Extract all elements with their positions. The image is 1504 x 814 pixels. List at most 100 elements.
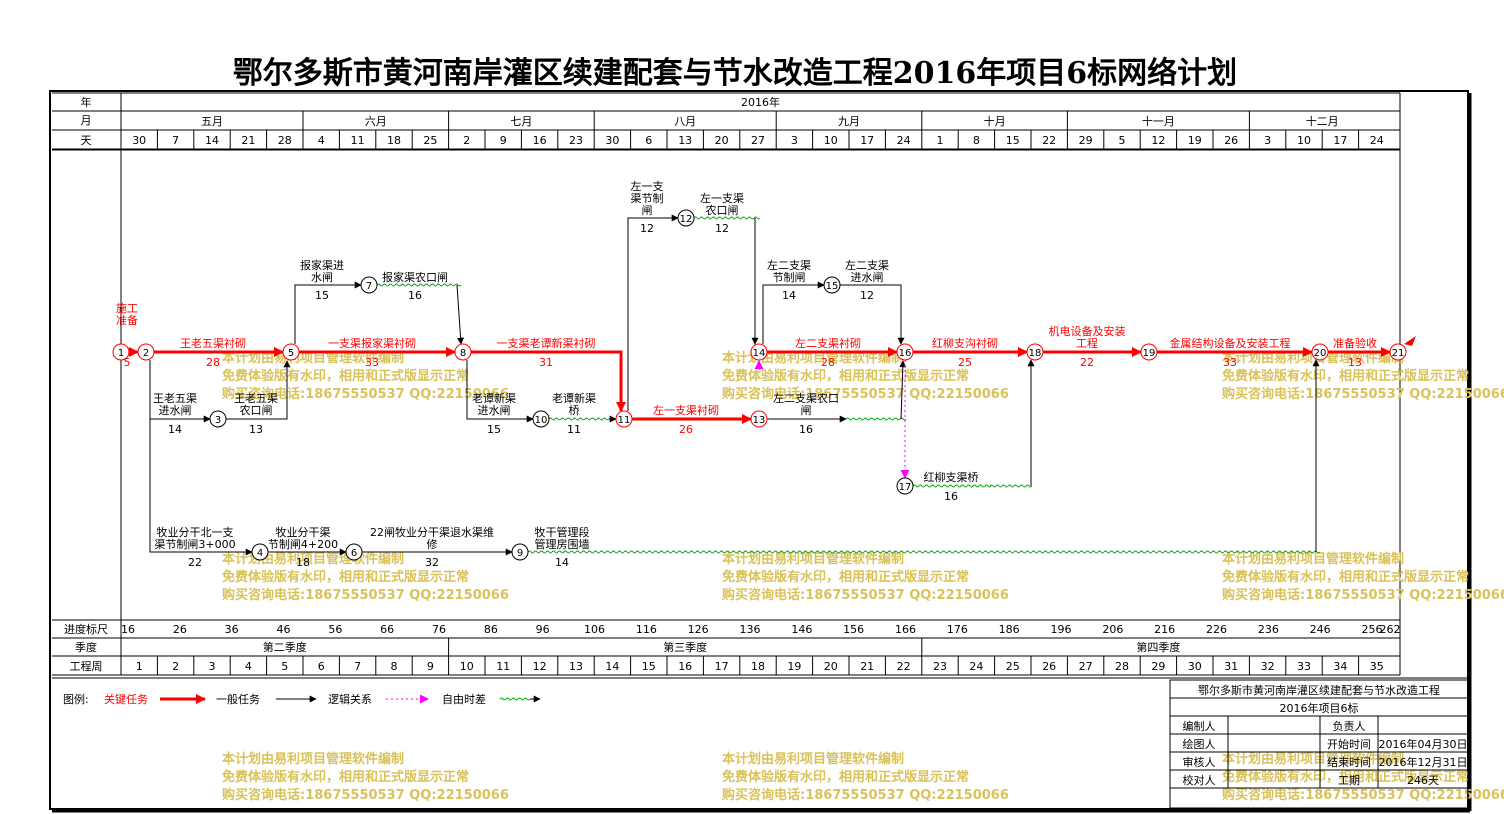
week-label: 26 bbox=[1042, 660, 1056, 673]
task-name-15: 老谭新渠进水闸 bbox=[472, 391, 516, 417]
week-label: 1 bbox=[136, 660, 143, 673]
watermark-text: 免费体验版有水印，相用和正式版显示正常 bbox=[722, 368, 969, 384]
progress-tick: 256 bbox=[1362, 623, 1383, 636]
task-duration-20: 12 bbox=[860, 289, 874, 302]
month-label: 十月 bbox=[984, 114, 1006, 128]
task-duration-2: 28 bbox=[206, 356, 220, 369]
day-label: 25 bbox=[423, 134, 437, 147]
progress-tick: 136 bbox=[740, 623, 761, 636]
task-name-1: 施工准备 bbox=[116, 302, 138, 327]
watermark-text: 本计划由易利项目管理软件编制 bbox=[1222, 751, 1404, 767]
node-21 bbox=[1389, 343, 1407, 361]
info-subtitle: 2016年项目6标 bbox=[1280, 701, 1359, 715]
node-17 bbox=[896, 477, 914, 495]
week-label: 9 bbox=[427, 660, 434, 673]
day-label: 27 bbox=[751, 134, 765, 147]
progress-tick: 86 bbox=[484, 623, 498, 636]
node-19 bbox=[1140, 343, 1158, 361]
node-number-21: 21 bbox=[1392, 348, 1405, 359]
node-11 bbox=[615, 410, 633, 428]
day-label: 30 bbox=[605, 134, 619, 147]
watermark-text: 购买咨询电话:18675550537 QQ:22150066 bbox=[722, 587, 1009, 603]
node-14 bbox=[750, 343, 768, 361]
day-label: 13 bbox=[678, 134, 692, 147]
week-label: 11 bbox=[496, 660, 510, 673]
task-name-16: 老谭新渠桥 bbox=[552, 391, 596, 417]
task-duration-17: 12 bbox=[640, 222, 654, 235]
watermark-text: 本计划由易利项目管理软件编制 bbox=[222, 350, 404, 366]
week-label: 2 bbox=[172, 660, 179, 673]
week-label: 8 bbox=[391, 660, 398, 673]
info-label: 开始时间 bbox=[1327, 737, 1371, 751]
watermark-text: 购买咨询电话:18675550537 QQ:22150066 bbox=[1222, 587, 1504, 603]
task-duration-5: 26 bbox=[679, 423, 693, 436]
progress-tick: 156 bbox=[843, 623, 864, 636]
node-number-1: 1 bbox=[118, 348, 124, 359]
watermark-text: 购买咨询电话:18675550537 QQ:22150066 bbox=[222, 587, 509, 603]
watermark-text: 免费体验版有水印，相用和正式版显示正常 bbox=[1222, 769, 1469, 785]
day-label: 23 bbox=[569, 134, 583, 147]
info-label: 负责人 bbox=[1333, 719, 1366, 733]
task-name-24: 牧业分干渠节制闸4+200 bbox=[268, 525, 338, 551]
node-7 bbox=[360, 276, 378, 294]
info-label: 结束时间 bbox=[1327, 756, 1371, 769]
task-duration-1: 5 bbox=[124, 356, 131, 369]
day-label: 3 bbox=[791, 134, 798, 147]
day-label: 21 bbox=[241, 134, 255, 147]
node-number-2: 2 bbox=[143, 348, 149, 359]
week-label: 13 bbox=[569, 660, 583, 673]
task-name-25: 22闸牧业分干渠退水渠维修 bbox=[370, 525, 494, 551]
info-value: 246天 bbox=[1407, 774, 1439, 787]
day-label: 26 bbox=[1224, 134, 1238, 147]
day-label: 17 bbox=[1333, 134, 1347, 147]
progress-tick: 56 bbox=[328, 623, 342, 636]
watermark-text: 本计划由易利项目管理软件编制 bbox=[1222, 551, 1404, 567]
node-number-15: 15 bbox=[826, 281, 839, 292]
task-name-3: 一支渠报家渠衬砌 bbox=[328, 336, 416, 350]
row-label-week: 工程周 bbox=[70, 660, 103, 673]
task-arrow bbox=[226, 360, 291, 420]
task-duration-14: 16 bbox=[408, 289, 422, 302]
day-label: 17 bbox=[860, 134, 874, 147]
task-name-26: 牧干管理段管理房围墙 bbox=[535, 525, 590, 551]
info-label: 编制人 bbox=[1183, 719, 1216, 733]
day-label: 2 bbox=[463, 134, 470, 147]
watermark-text: 本计划由易利项目管理软件编制 bbox=[722, 350, 904, 366]
task-arrow bbox=[456, 284, 465, 345]
task-duration-13: 15 bbox=[315, 289, 329, 302]
task-name-10: 准备验收 bbox=[1333, 336, 1377, 350]
legend-logic-label: 逻辑关系 bbox=[328, 692, 372, 706]
task-arrow bbox=[294, 281, 362, 344]
month-label: 十二月 bbox=[1306, 114, 1339, 128]
free-float-wavy-line bbox=[527, 550, 1321, 554]
week-label: 4 bbox=[245, 660, 252, 673]
week-label: 5 bbox=[281, 660, 288, 673]
task-name-4: 一支渠老谭新渠衬砌 bbox=[497, 336, 596, 350]
node-16 bbox=[896, 343, 914, 361]
day-label: 12 bbox=[1151, 134, 1165, 147]
node-number-20: 20 bbox=[1314, 348, 1327, 359]
watermark-text: 本计划由易利项目管理软件编制 bbox=[222, 751, 404, 767]
day-label: 24 bbox=[897, 134, 911, 147]
day-label: 3 bbox=[1264, 134, 1271, 147]
task-name-22: 红柳支渠桥 bbox=[924, 470, 979, 484]
node-8 bbox=[454, 343, 472, 361]
watermark-text: 免费体验版有水印，相用和正式版显示正常 bbox=[722, 569, 969, 585]
watermark-text: 购买咨询电话:18675550537 QQ:22150066 bbox=[222, 386, 509, 402]
month-label: 六月 bbox=[365, 115, 387, 128]
task-name-20: 左二支渠进水闸 bbox=[845, 259, 889, 284]
info-label: 工期 bbox=[1338, 774, 1360, 787]
task-name-8: 机电设备及安装工程 bbox=[1049, 324, 1126, 350]
row-label-month: 月 bbox=[81, 114, 92, 127]
watermark-text: 免费体验版有水印，相用和正式版显示正常 bbox=[1222, 569, 1469, 585]
node-4 bbox=[251, 543, 269, 561]
week-label: 25 bbox=[1006, 660, 1020, 673]
progress-tick: 96 bbox=[536, 623, 550, 636]
day-label: 28 bbox=[278, 134, 292, 147]
progress-tick: 66 bbox=[380, 623, 394, 636]
task-duration-7: 25 bbox=[958, 356, 972, 369]
node-5 bbox=[282, 343, 300, 361]
week-label: 14 bbox=[605, 660, 619, 673]
task-arrow bbox=[840, 284, 905, 345]
day-label: 10 bbox=[824, 134, 838, 147]
